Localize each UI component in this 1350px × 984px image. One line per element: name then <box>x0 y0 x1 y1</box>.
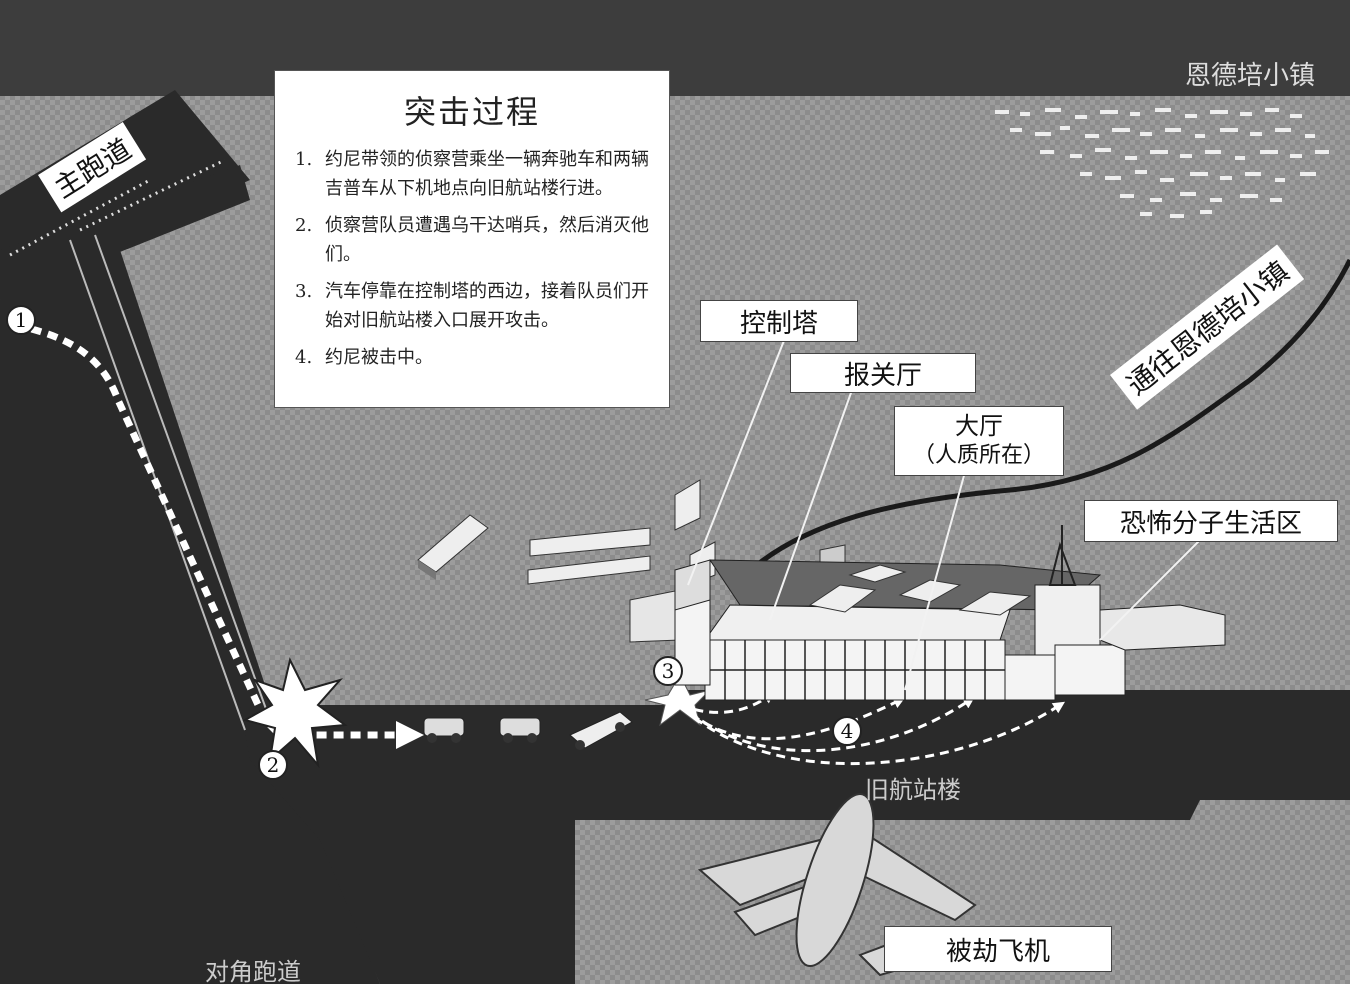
step-number: 3. <box>295 281 313 302</box>
outbuildings <box>417 479 846 643</box>
assault-arrows <box>678 691 1066 766</box>
route-marker-3: 3 <box>653 656 683 686</box>
legend-step: 2. 侦察营队员遭遇乌干达哨兵，然后消灭他们。 <box>289 211 655 269</box>
old-terminal-building <box>674 525 1226 701</box>
hostage-note: （人质所在） <box>912 443 1045 468</box>
explosion-icon <box>242 657 348 769</box>
customs-hall-callout: 报关厅 <box>790 353 976 393</box>
runway-lights <box>79 158 226 232</box>
callout-lines <box>687 337 1201 691</box>
route-marker-4: 4 <box>832 716 862 746</box>
burst-icon <box>644 673 712 727</box>
diagonal-runway-label: 对角跑道 <box>205 958 301 984</box>
step-text: 汽车停靠在控制塔的西边，接着队员们开始对旧航站楼入口展开攻击。 <box>325 281 649 331</box>
vehicles <box>423 711 633 750</box>
assault-process-legend: 突击过程 1. 约尼带领的侦察营乘坐一辆奔驰车和两辆吉普车从下机地点向旧航站楼行进… <box>274 70 670 408</box>
step-number: 2. <box>295 215 313 236</box>
terrorist-quarters-callout: 恐怖分子生活区 <box>1084 500 1338 542</box>
runway-edge <box>94 234 271 721</box>
step-number: 1. <box>295 149 313 170</box>
step-text: 侦察营队员遭遇乌干达哨兵，然后消灭他们。 <box>325 215 649 265</box>
step-text: 约尼带领的侦察营乘坐一辆奔驰车和两辆吉普车从下机地点向旧航站楼行进。 <box>325 149 649 199</box>
legend-step: 1. 约尼带领的侦察营乘坐一辆奔驰车和两辆吉普车从下机地点向旧航站楼行进。 <box>289 145 655 203</box>
assault-route <box>14 321 424 749</box>
top-band <box>0 0 1350 96</box>
step-number: 4. <box>295 347 313 368</box>
step-text: 约尼被击中。 <box>325 347 433 368</box>
main-hall-label: 大厅 <box>955 412 1003 440</box>
main-hall-callout: 大厅 （人质所在） <box>894 406 1064 476</box>
old-terminal-label: 旧航站楼 <box>865 776 961 804</box>
route-marker-1: 1 <box>6 305 36 335</box>
legend-title: 突击过程 <box>403 93 540 131</box>
town-label: 恩德培小镇 <box>1185 61 1316 91</box>
legend-steps: 1. 约尼带领的侦察营乘坐一辆奔驰车和两辆吉普车从下机地点向旧航站楼行进。 2. 侦… <box>289 145 655 372</box>
legend-step: 3. 汽车停靠在控制塔的西边，接着队员们开始对旧航站楼入口展开攻击。 <box>289 277 655 335</box>
legend-step: 4. 约尼被击中。 <box>289 343 655 372</box>
road-to-town <box>738 258 1350 582</box>
route-marker-2: 2 <box>258 750 288 780</box>
hijacked-plane-label: 被劫飞机 <box>884 926 1112 972</box>
control-tower-callout: 控制塔 <box>700 300 858 342</box>
town-blocks <box>995 108 1329 218</box>
airplane-icon <box>697 792 977 977</box>
